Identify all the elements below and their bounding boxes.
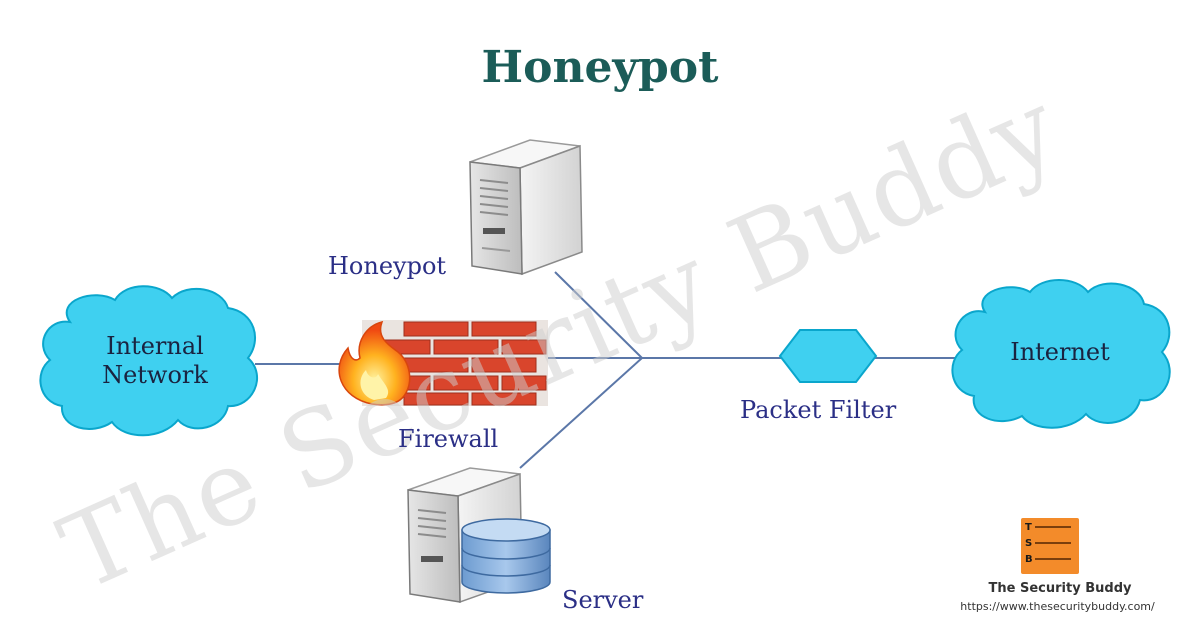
honeypot-server-icon	[469, 139, 583, 276]
brand-url[interactable]: https://www.thesecuritybuddy.com/	[960, 600, 1155, 613]
server-label: Server	[562, 586, 644, 614]
server-icon	[407, 467, 551, 604]
logo-letter-b: B	[1025, 554, 1033, 565]
brand-logo: T S B	[1021, 518, 1079, 574]
link-honeypot-to-junction	[554, 271, 643, 359]
internal-network-line-1: Internal	[106, 332, 204, 360]
logo-letter-t: T	[1025, 522, 1032, 533]
internal-network-line-2: Network	[102, 361, 208, 389]
link-server-to-junction	[519, 357, 643, 469]
packet-filter-hexagon	[778, 329, 878, 383]
connection-lines	[255, 271, 962, 469]
internet-cloud	[951, 279, 1171, 429]
diagram-title: Honeypot	[481, 42, 719, 93]
database-icon	[461, 518, 551, 594]
flame-icon	[338, 320, 411, 406]
logo-letter-s: S	[1025, 538, 1033, 549]
internal-network-cloud	[39, 285, 259, 437]
internet-label: Internet	[1010, 338, 1110, 366]
honeypot-label: Honeypot	[328, 252, 447, 280]
internal-network-label: Internal Network	[70, 332, 240, 390]
firewall-label: Firewall	[398, 425, 499, 453]
firewall-icon	[338, 320, 548, 406]
brand-name: The Security Buddy	[988, 581, 1132, 596]
packet-filter-label: Packet Filter	[740, 396, 897, 424]
